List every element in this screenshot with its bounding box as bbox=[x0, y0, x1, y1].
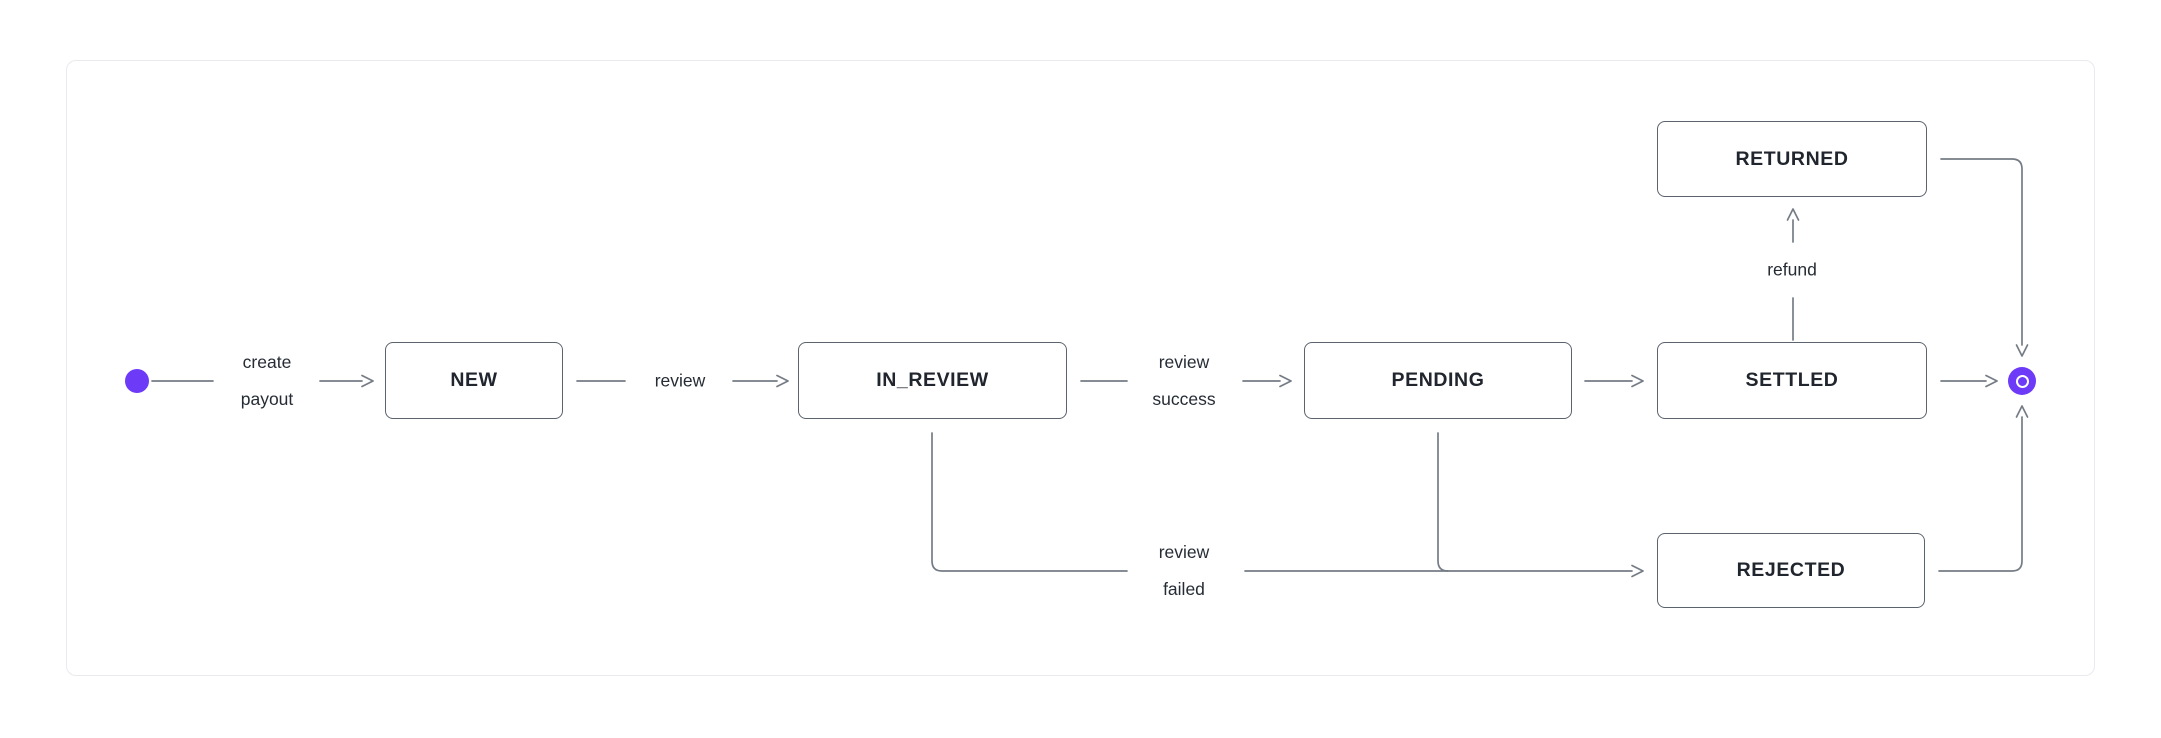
state-label-new: NEW bbox=[450, 369, 498, 391]
arrowhead-right-into-pending bbox=[1279, 374, 1292, 388]
edge-label-line: success bbox=[1152, 389, 1216, 409]
initial-state-node bbox=[125, 369, 149, 393]
final-state-node bbox=[2008, 367, 2036, 395]
edge-pending-rejected bbox=[1437, 432, 1449, 572]
arrowhead-right-into-settled bbox=[1631, 374, 1644, 388]
state-label-in-review: IN_REVIEW bbox=[876, 369, 989, 391]
state-label-pending: PENDING bbox=[1391, 369, 1485, 391]
state-node-new: NEW bbox=[385, 342, 563, 419]
edge-label-line: create bbox=[242, 352, 292, 372]
state-node-rejected: REJECTED bbox=[1657, 533, 1925, 608]
edge-rejected-end bbox=[1938, 416, 2023, 572]
edge-inreview-rejected bbox=[931, 432, 1128, 572]
edge-label-line: refund bbox=[1767, 259, 1817, 280]
edge-label-line: review bbox=[1158, 542, 1210, 562]
final-state-core bbox=[2015, 374, 2029, 388]
state-label-rejected: REJECTED bbox=[1736, 559, 1846, 581]
edge-label-create-payout: create payout bbox=[241, 344, 294, 418]
edge-label-line: failed bbox=[1163, 579, 1205, 599]
arrowhead-right-into-end bbox=[1985, 374, 1998, 388]
edge-label-line: review bbox=[654, 370, 706, 391]
state-node-in-review: IN_REVIEW bbox=[798, 342, 1067, 419]
state-node-settled: SETTLED bbox=[1657, 342, 1927, 419]
edge-label-review-failed: review failed bbox=[1159, 534, 1210, 608]
state-node-pending: PENDING bbox=[1304, 342, 1572, 419]
arrowhead-right-into-inreview bbox=[776, 374, 789, 388]
edge-label-line: payout bbox=[240, 389, 294, 409]
edge-label-review-success: review success bbox=[1152, 344, 1215, 418]
arrowhead-right-into-rejected bbox=[1631, 564, 1644, 578]
arrowhead-up-into-end bbox=[2015, 405, 2029, 418]
arrowhead-right-into-new bbox=[361, 374, 374, 388]
edge-returned-end bbox=[1940, 158, 2023, 346]
edge-label-review: review bbox=[655, 363, 706, 400]
edge-label-refund: refund bbox=[1767, 252, 1817, 289]
state-label-settled: SETTLED bbox=[1745, 369, 1839, 391]
state-node-returned: RETURNED bbox=[1657, 121, 1927, 197]
state-label-returned: RETURNED bbox=[1735, 147, 1849, 170]
arrowhead-up-into-returned bbox=[1786, 208, 1800, 221]
arrowhead-down-into-end bbox=[2015, 344, 2029, 357]
edge-label-line: review bbox=[1158, 352, 1210, 372]
